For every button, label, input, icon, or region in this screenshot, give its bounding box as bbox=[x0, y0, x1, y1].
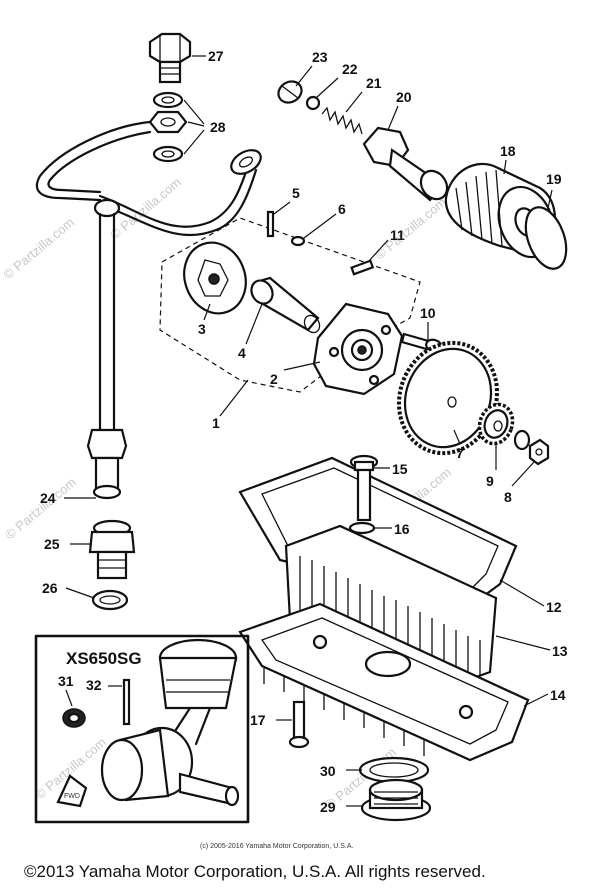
inset-title: XS650SG bbox=[66, 649, 142, 668]
part-25-union bbox=[88, 519, 136, 580]
callout-26: 26 bbox=[42, 580, 58, 596]
callout-15: 15 bbox=[392, 461, 408, 477]
callout-21: 21 bbox=[366, 75, 382, 91]
part-2-pump-housing bbox=[312, 302, 404, 396]
part-15-bolt bbox=[349, 454, 379, 522]
part-27-bolt bbox=[148, 32, 192, 84]
part-21-spring bbox=[321, 106, 363, 135]
part-5-pin bbox=[266, 210, 275, 238]
part-24-oil-pipe bbox=[35, 120, 262, 500]
callout-2: 2 bbox=[270, 371, 278, 387]
callout-20: 20 bbox=[396, 89, 412, 105]
callout-5: 5 bbox=[292, 185, 300, 201]
fwd-arrow-label: FWD bbox=[64, 793, 80, 800]
callout-9: 9 bbox=[486, 473, 494, 489]
callout-25: 25 bbox=[44, 536, 60, 552]
fwd-arrow-icon bbox=[56, 774, 88, 808]
inset-xs650sg: XS650SG FWD bbox=[34, 634, 250, 824]
callout-8: 8 bbox=[504, 489, 512, 505]
part-8-nut bbox=[513, 429, 550, 466]
part-22-ball bbox=[305, 95, 321, 111]
callout-1: 1 bbox=[212, 415, 220, 431]
callout-3: 3 bbox=[198, 321, 206, 337]
callout-29: 29 bbox=[320, 799, 336, 815]
part-11-dowel bbox=[350, 259, 375, 276]
callout-7: 7 bbox=[456, 445, 464, 461]
part-26-o-ring bbox=[91, 589, 129, 611]
callout-31: 31 bbox=[58, 673, 74, 689]
callout-19: 19 bbox=[546, 171, 562, 187]
part-17-bolt bbox=[288, 700, 310, 749]
callout-13: 13 bbox=[552, 643, 568, 659]
part-4-pump-shaft bbox=[250, 276, 321, 334]
callout-24: 24 bbox=[40, 490, 56, 506]
callout-17: 17 bbox=[250, 712, 266, 728]
copyright-notice: ©2013 Yamaha Motor Corporation, U.S.A. A… bbox=[24, 862, 486, 881]
callout-4: 4 bbox=[238, 345, 246, 361]
part-28-washers bbox=[148, 91, 188, 163]
callouts: 27 28 23 22 21 20 18 19 5 6 11 3 4 2 1 1… bbox=[40, 48, 568, 815]
callout-22: 22 bbox=[342, 61, 358, 77]
callout-14: 14 bbox=[550, 687, 566, 703]
callout-11: 11 bbox=[390, 227, 405, 243]
part-19-o-ring bbox=[524, 206, 568, 270]
callout-30: 30 bbox=[320, 763, 336, 779]
callout-28: 28 bbox=[210, 119, 226, 135]
part-23-plug bbox=[277, 80, 303, 104]
part-12-gasket bbox=[238, 456, 518, 608]
callout-10: 10 bbox=[420, 305, 436, 321]
callout-27: 27 bbox=[208, 48, 224, 64]
part-9-drive-gear bbox=[477, 402, 515, 446]
callout-23: 23 bbox=[312, 49, 328, 65]
small-copyright: (c) 2005-2016 Yamaha Motor Corporation, … bbox=[200, 843, 353, 850]
callout-18: 18 bbox=[500, 143, 516, 159]
watermark-text: © Partzilla.com bbox=[372, 194, 449, 262]
part-6-clip bbox=[290, 235, 306, 247]
callout-16: 16 bbox=[394, 521, 410, 537]
part-29-drain-plug bbox=[360, 778, 432, 822]
watermark-text: © Partzilla.com bbox=[2, 474, 79, 542]
part-20-fitting bbox=[362, 126, 449, 202]
part-14-oil-pan bbox=[238, 602, 530, 762]
callout-12: 12 bbox=[546, 599, 562, 615]
part-3-rotor bbox=[183, 241, 247, 315]
part-30-gasket bbox=[358, 756, 430, 784]
leader-lines bbox=[64, 55, 553, 807]
watermark-text: © Partzilla.com bbox=[0, 214, 77, 282]
callout-32: 32 bbox=[86, 677, 102, 693]
part-7-driven-gear bbox=[396, 340, 500, 456]
callout-6: 6 bbox=[338, 201, 346, 217]
